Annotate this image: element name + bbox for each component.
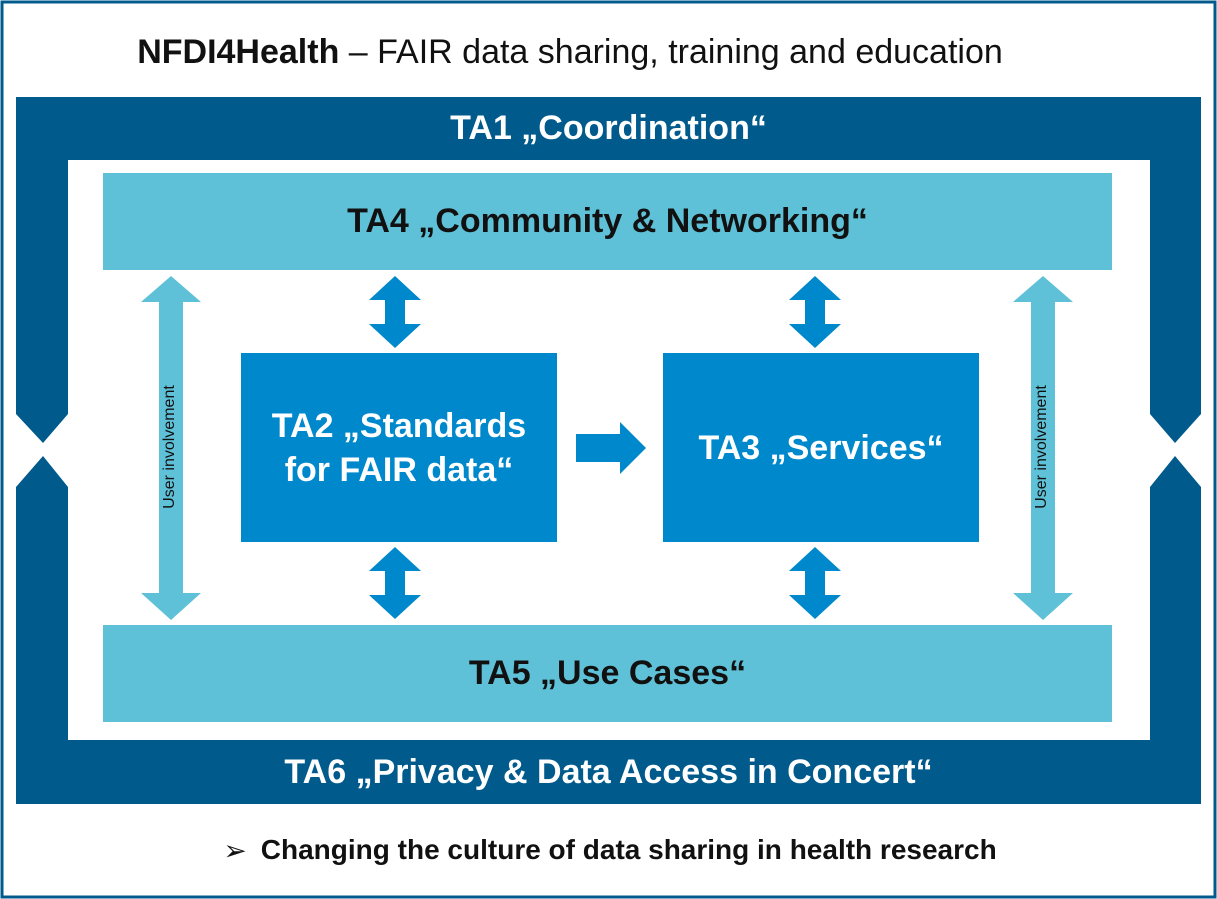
- right-user-involvement-arrow: [1013, 276, 1073, 620]
- ta2-label-line1: TA2 „Standards: [271, 406, 527, 445]
- right-user-involvement-label: User involvement: [1033, 385, 1050, 509]
- ta2-label: TA2 „Standards for FAIR data“: [241, 353, 557, 542]
- ta5-label: TA5 „Use Cases“: [468, 654, 747, 692]
- ta3-ta5-arrow: [789, 547, 841, 619]
- ta1-label: TA1 „Coordination“: [450, 108, 767, 147]
- arrow-bullet-icon: ➢: [223, 834, 247, 866]
- footer-statement: ➢ Changing the culture of data sharing i…: [180, 820, 1040, 880]
- ta6-label: TA6 „Privacy & Data Access in Concert“: [284, 752, 933, 791]
- ta3-label: TA3 „Services“: [698, 428, 944, 467]
- ta6-frame: [16, 456, 1201, 804]
- ta4-bar: [103, 173, 1112, 270]
- title-brand: NFDI4Health: [137, 32, 340, 71]
- ta2-label-line2: for FAIR data“: [284, 450, 514, 489]
- ta4-ta3-arrow: [789, 276, 841, 348]
- footer-text: Changing the culture of data sharing in …: [260, 834, 997, 865]
- ta5-bar: [103, 625, 1112, 722]
- ta1-frame: [16, 97, 1201, 443]
- page-title: NFDI4Health – FAIR data sharing, trainin…: [0, 22, 1140, 82]
- left-user-involvement-label: User involvement: [161, 385, 178, 509]
- ta2-ta5-arrow: [369, 547, 421, 619]
- title-subtitle: – FAIR data sharing, training and educat…: [339, 32, 1003, 71]
- ta4-ta2-arrow: [369, 276, 421, 348]
- ta2-ta3-arrow: [576, 422, 646, 474]
- ta3-box: [663, 353, 979, 542]
- ta4-label: TA4 „Community & Networking“: [347, 202, 868, 240]
- ta2-box: [241, 353, 557, 542]
- left-user-involvement-arrow: [141, 276, 201, 620]
